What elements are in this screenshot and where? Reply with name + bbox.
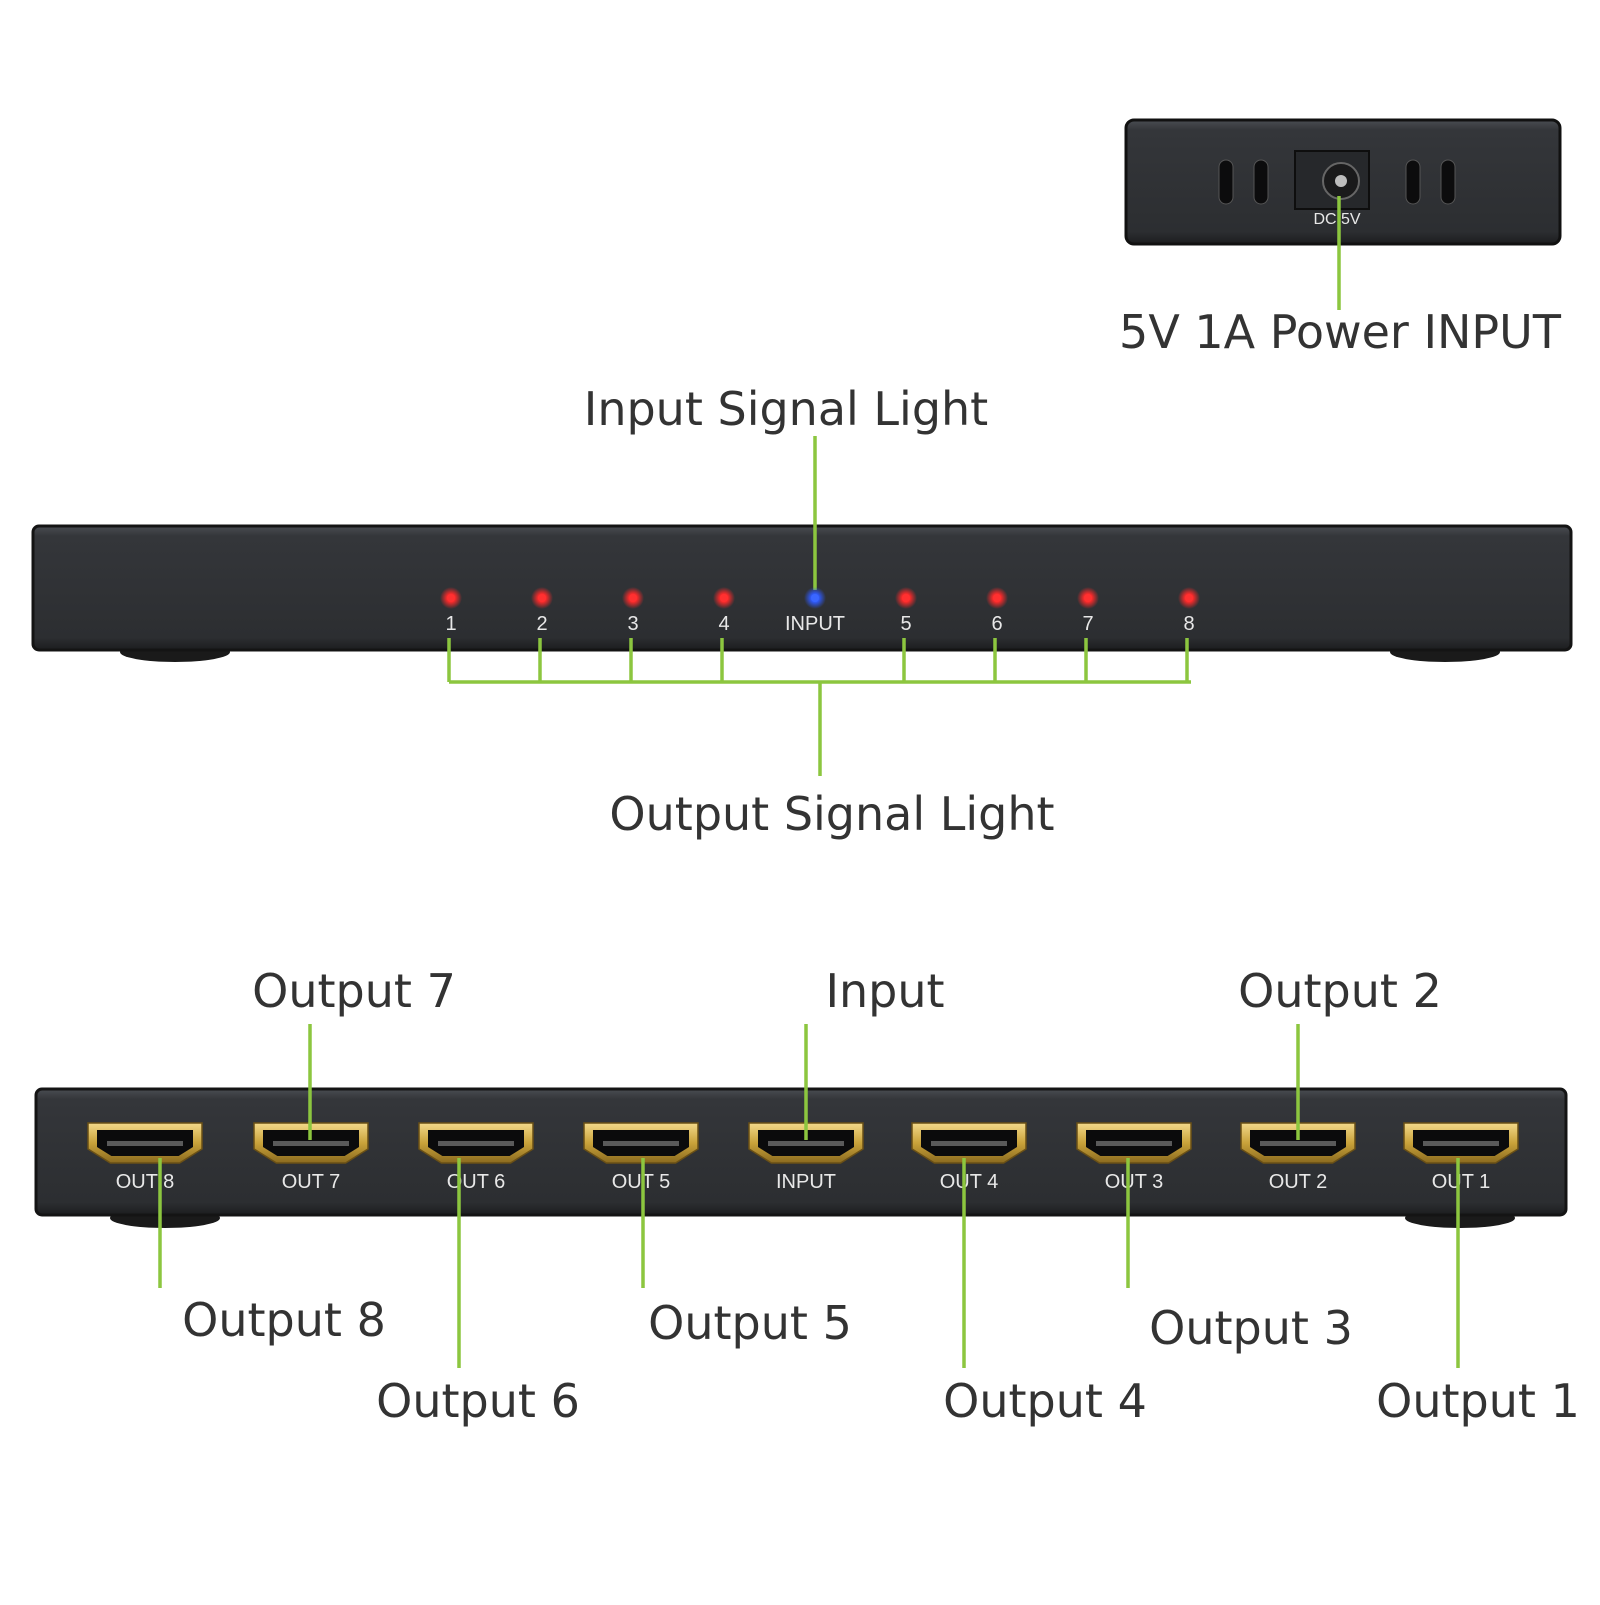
led-label: 1 bbox=[445, 613, 456, 635]
callout-output-4: Output 4 bbox=[943, 1158, 1147, 1428]
signal-led-input: INPUT bbox=[785, 587, 845, 635]
callout-label: Output 2 bbox=[1238, 964, 1442, 1018]
led-label: 7 bbox=[1082, 613, 1093, 635]
hdmi-port-tongue bbox=[603, 1141, 679, 1146]
callout-label: Output 3 bbox=[1149, 1301, 1353, 1355]
hdmi-port-tongue bbox=[1423, 1141, 1499, 1146]
led-group: 1 2 3 4 INPUT 5 6 7 8 bbox=[440, 587, 1200, 635]
hdmi-port-label: OUT 8 bbox=[116, 1171, 175, 1193]
hdmi-port-out-7: OUT 7 bbox=[253, 1122, 369, 1193]
hdmi-port-label: OUT 2 bbox=[1269, 1171, 1328, 1193]
led-label: 4 bbox=[718, 613, 729, 635]
callout-output-8: Output 8 bbox=[158, 1158, 386, 1347]
hdmi-port-out-1: OUT 1 bbox=[1403, 1122, 1519, 1193]
hdmi-port-label: OUT 6 bbox=[447, 1171, 506, 1193]
led-lamp bbox=[811, 594, 819, 602]
hdmi-port-label: OUT 4 bbox=[940, 1171, 999, 1193]
hdmi-port-label: OUT 1 bbox=[1432, 1171, 1491, 1193]
callout-label: Output 1 bbox=[1376, 1374, 1580, 1428]
hdmi-port-label: INPUT bbox=[776, 1171, 836, 1193]
callout-output-3: Output 3 bbox=[1126, 1158, 1353, 1355]
hdmi-port-out-5: OUT 5 bbox=[583, 1122, 699, 1193]
hdmi-port-out-3: OUT 3 bbox=[1076, 1122, 1192, 1193]
led-label: INPUT bbox=[785, 613, 845, 635]
signal-led-3: 3 bbox=[622, 587, 644, 635]
signal-led-6: 6 bbox=[986, 587, 1008, 635]
front-panel-body bbox=[31, 524, 1573, 652]
dc-jack-label: DC 5V bbox=[1313, 211, 1360, 228]
hdmi-port-tongue bbox=[273, 1141, 349, 1146]
callout-label: Output 4 bbox=[943, 1374, 1147, 1428]
led-lamp bbox=[538, 594, 546, 602]
hdmi-port-out-2: OUT 2 bbox=[1240, 1122, 1356, 1193]
callout-output-1: Output 1 bbox=[1376, 1158, 1580, 1428]
led-label: 2 bbox=[536, 613, 547, 635]
dc-jack-pin bbox=[1335, 175, 1347, 187]
vent-slot bbox=[1253, 159, 1269, 205]
led-lamp bbox=[902, 594, 910, 602]
output-signal-light-label: Output Signal Light bbox=[609, 787, 1054, 841]
led-lamp bbox=[629, 594, 637, 602]
signal-led-5: 5 bbox=[895, 587, 917, 635]
hdmi-port-group: OUT 8 OUT 7 OUT 6 OUT 5 INPUT OUT 4 OUT 3 OUT 2… bbox=[87, 1122, 1519, 1193]
signal-led-4: 4 bbox=[713, 587, 735, 635]
vent-slots-left bbox=[1218, 159, 1269, 205]
led-lamp bbox=[447, 594, 455, 602]
callout-label: Output 8 bbox=[182, 1293, 386, 1347]
hdmi-port-input: INPUT bbox=[748, 1122, 864, 1193]
callout-label: Output 6 bbox=[376, 1374, 580, 1428]
hdmi-port-tongue bbox=[1260, 1141, 1336, 1146]
vent-slot bbox=[1218, 159, 1234, 205]
led-drop-lines bbox=[447, 638, 1189, 682]
front-panel: Input Signal Light 1 2 3 4 INPUT 5 6 7 8 Output … bbox=[31, 382, 1573, 841]
signal-led-1: 1 bbox=[440, 587, 462, 635]
callout-output-7: Output 7 bbox=[252, 964, 456, 1140]
callout-label: Output 7 bbox=[252, 964, 456, 1018]
hdmi-port-label: OUT 5 bbox=[612, 1171, 671, 1193]
callout-output-6: Output 6 bbox=[376, 1158, 580, 1428]
led-label: 3 bbox=[627, 613, 638, 635]
callout-input: Input bbox=[804, 964, 945, 1140]
signal-led-8: 8 bbox=[1178, 587, 1200, 635]
vent-slot bbox=[1405, 159, 1421, 205]
hdmi-port-tongue bbox=[107, 1141, 183, 1146]
callout-output-5: Output 5 bbox=[641, 1158, 852, 1350]
led-lamp bbox=[1084, 594, 1092, 602]
led-label: 8 bbox=[1183, 613, 1194, 635]
rear-panel: OUT 8 OUT 7 OUT 6 OUT 5 INPUT OUT 4 OUT 3 OUT 2… bbox=[34, 964, 1580, 1428]
hdmi-port-tongue bbox=[768, 1141, 844, 1146]
hdmi-port-tongue bbox=[931, 1141, 1007, 1146]
led-label: 6 bbox=[991, 613, 1002, 635]
hdmi-port-tongue bbox=[438, 1141, 514, 1146]
output-signal-bracket bbox=[447, 638, 1191, 776]
hdmi-port-label: OUT 7 bbox=[282, 1171, 341, 1193]
led-lamp bbox=[1185, 594, 1193, 602]
hdmi-port-out-6: OUT 6 bbox=[418, 1122, 534, 1193]
callout-output-2: Output 2 bbox=[1238, 964, 1442, 1140]
callout-label: Output 5 bbox=[648, 1296, 852, 1350]
power-callout-label: 5V 1A Power INPUT bbox=[1119, 305, 1562, 359]
power-panel: DC 5V 5V 1A Power INPUT bbox=[1119, 118, 1562, 359]
input-signal-light-label: Input Signal Light bbox=[584, 382, 988, 436]
signal-led-7: 7 bbox=[1077, 587, 1099, 635]
callout-label: Input bbox=[825, 964, 944, 1018]
led-label: 5 bbox=[900, 613, 911, 635]
signal-led-2: 2 bbox=[531, 587, 553, 635]
vent-slots-right bbox=[1405, 159, 1456, 205]
led-lamp bbox=[993, 594, 1001, 602]
hdmi-port-tongue bbox=[1096, 1141, 1172, 1146]
hdmi-port-out-4: OUT 4 bbox=[911, 1122, 1027, 1193]
hdmi-port-label: OUT 3 bbox=[1105, 1171, 1164, 1193]
led-lamp bbox=[720, 594, 728, 602]
vent-slot bbox=[1440, 159, 1456, 205]
